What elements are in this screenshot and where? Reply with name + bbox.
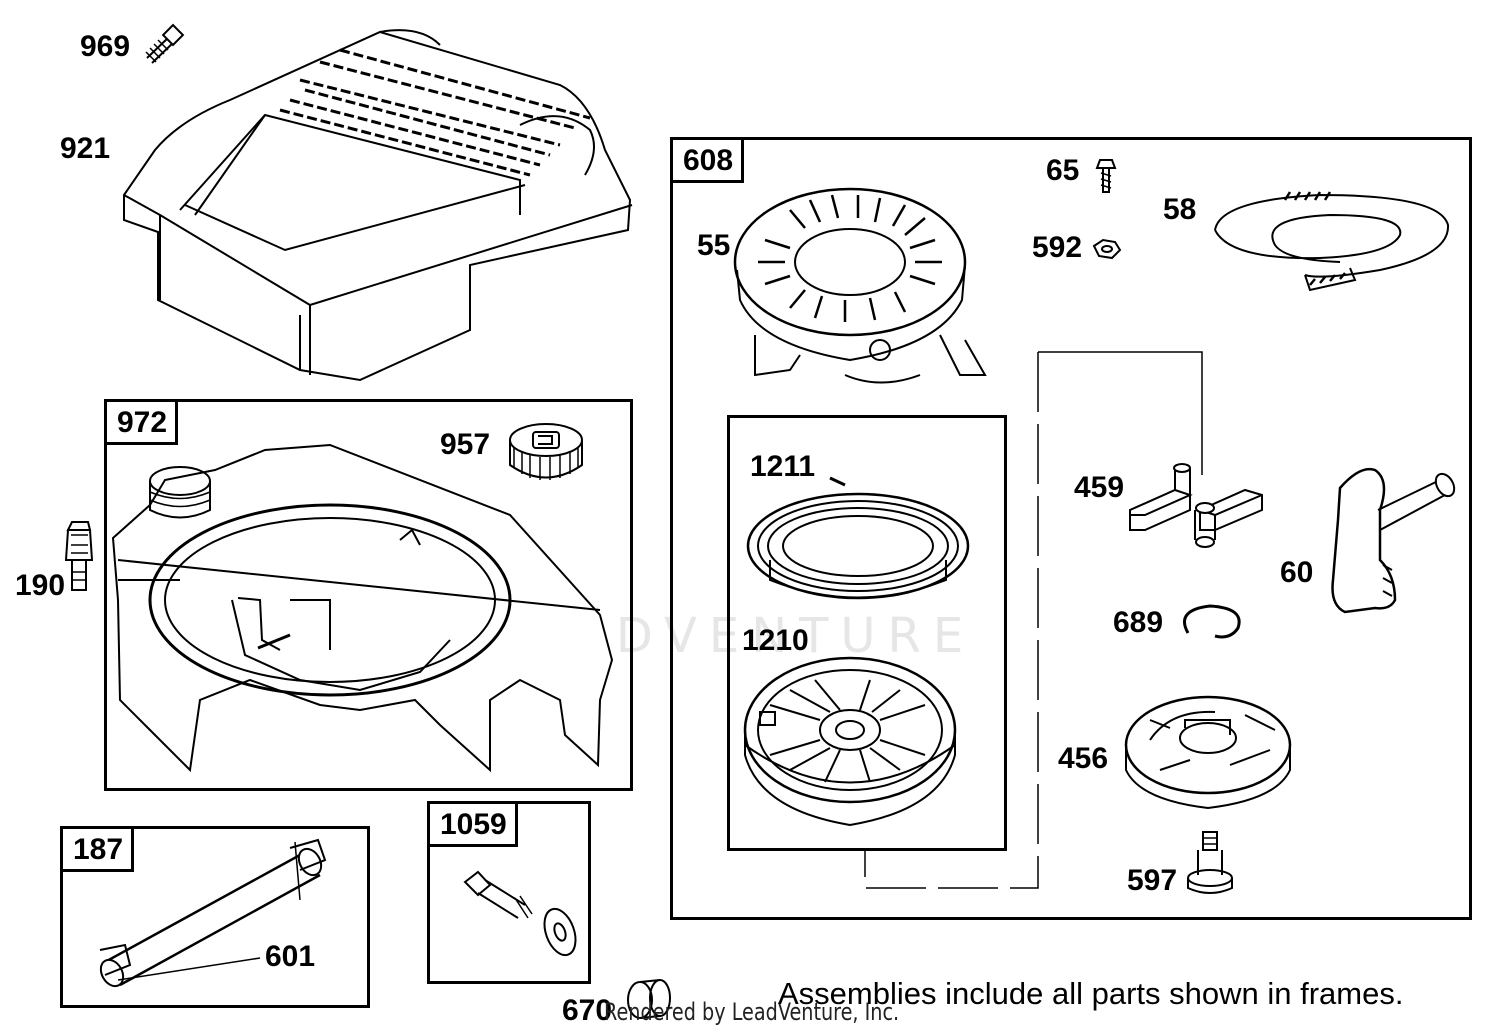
callout-689[interactable]: 689: [1113, 606, 1164, 639]
callout-592[interactable]: 592: [1032, 231, 1083, 264]
screw-icon[interactable]: [1095, 159, 1117, 193]
fitting-icon[interactable]: [64, 521, 94, 591]
frame-972: 972: [104, 399, 633, 791]
callout-1211[interactable]: 1211: [750, 450, 816, 483]
callout-670[interactable]: 670: [562, 994, 613, 1027]
fuel-tank-icon[interactable]: [111, 443, 614, 773]
frame-inner-pulley: [727, 415, 1007, 851]
frame-label-608[interactable]: 608: [670, 137, 745, 183]
assembly-note: Assemblies include all parts shown in fr…: [778, 976, 1404, 1011]
frame-label-187[interactable]: 187: [60, 826, 135, 872]
frame-leader-lines: [864, 351, 1203, 889]
retaining-ring-icon[interactable]: [1183, 604, 1241, 639]
callout-459[interactable]: 459: [1074, 471, 1125, 504]
pawl-icon[interactable]: [1129, 463, 1263, 548]
shoulder-screw-icon[interactable]: [1187, 831, 1233, 894]
callout-190[interactable]: 190: [15, 569, 66, 602]
blower-housing-icon[interactable]: [123, 29, 633, 382]
callout-921[interactable]: 921: [60, 132, 111, 165]
callout-60[interactable]: 60: [1280, 556, 1314, 589]
recoil-spring-icon[interactable]: [746, 476, 970, 600]
callout-969[interactable]: 969: [80, 30, 131, 63]
frame-label-1059[interactable]: 1059: [427, 801, 518, 847]
starter-cam-icon[interactable]: [1124, 695, 1292, 810]
callout-58[interactable]: 58: [1163, 193, 1197, 226]
nut-icon[interactable]: [1092, 238, 1122, 260]
fuel-line-icon[interactable]: [96, 838, 327, 990]
screw-icon[interactable]: [145, 23, 185, 64]
callout-597[interactable]: 597: [1127, 864, 1178, 897]
frame-label-972[interactable]: 972: [104, 399, 179, 445]
callout-957[interactable]: 957: [440, 428, 491, 461]
callout-456[interactable]: 456: [1058, 742, 1109, 775]
starter-rope-icon[interactable]: [1214, 191, 1450, 292]
frame-608: 608: [670, 137, 1472, 920]
render-credit: Rendered by LeadVenture, Inc.: [604, 998, 900, 1026]
spacer-icon[interactable]: [627, 979, 671, 1019]
callout-601[interactable]: 601: [265, 940, 316, 973]
callout-55[interactable]: 55: [697, 229, 731, 262]
bolt-washer-icon[interactable]: [463, 870, 581, 959]
frame-1059: 1059: [427, 801, 591, 984]
starter-handle-icon[interactable]: [1331, 467, 1458, 614]
callout-65[interactable]: 65: [1046, 154, 1080, 187]
starter-pulley-icon[interactable]: [743, 656, 957, 827]
callout-1210[interactable]: 1210: [742, 624, 809, 657]
fuel-cap-icon[interactable]: [509, 423, 583, 480]
frame-187: 187: [60, 826, 370, 1008]
starter-housing-icon[interactable]: [733, 187, 987, 384]
